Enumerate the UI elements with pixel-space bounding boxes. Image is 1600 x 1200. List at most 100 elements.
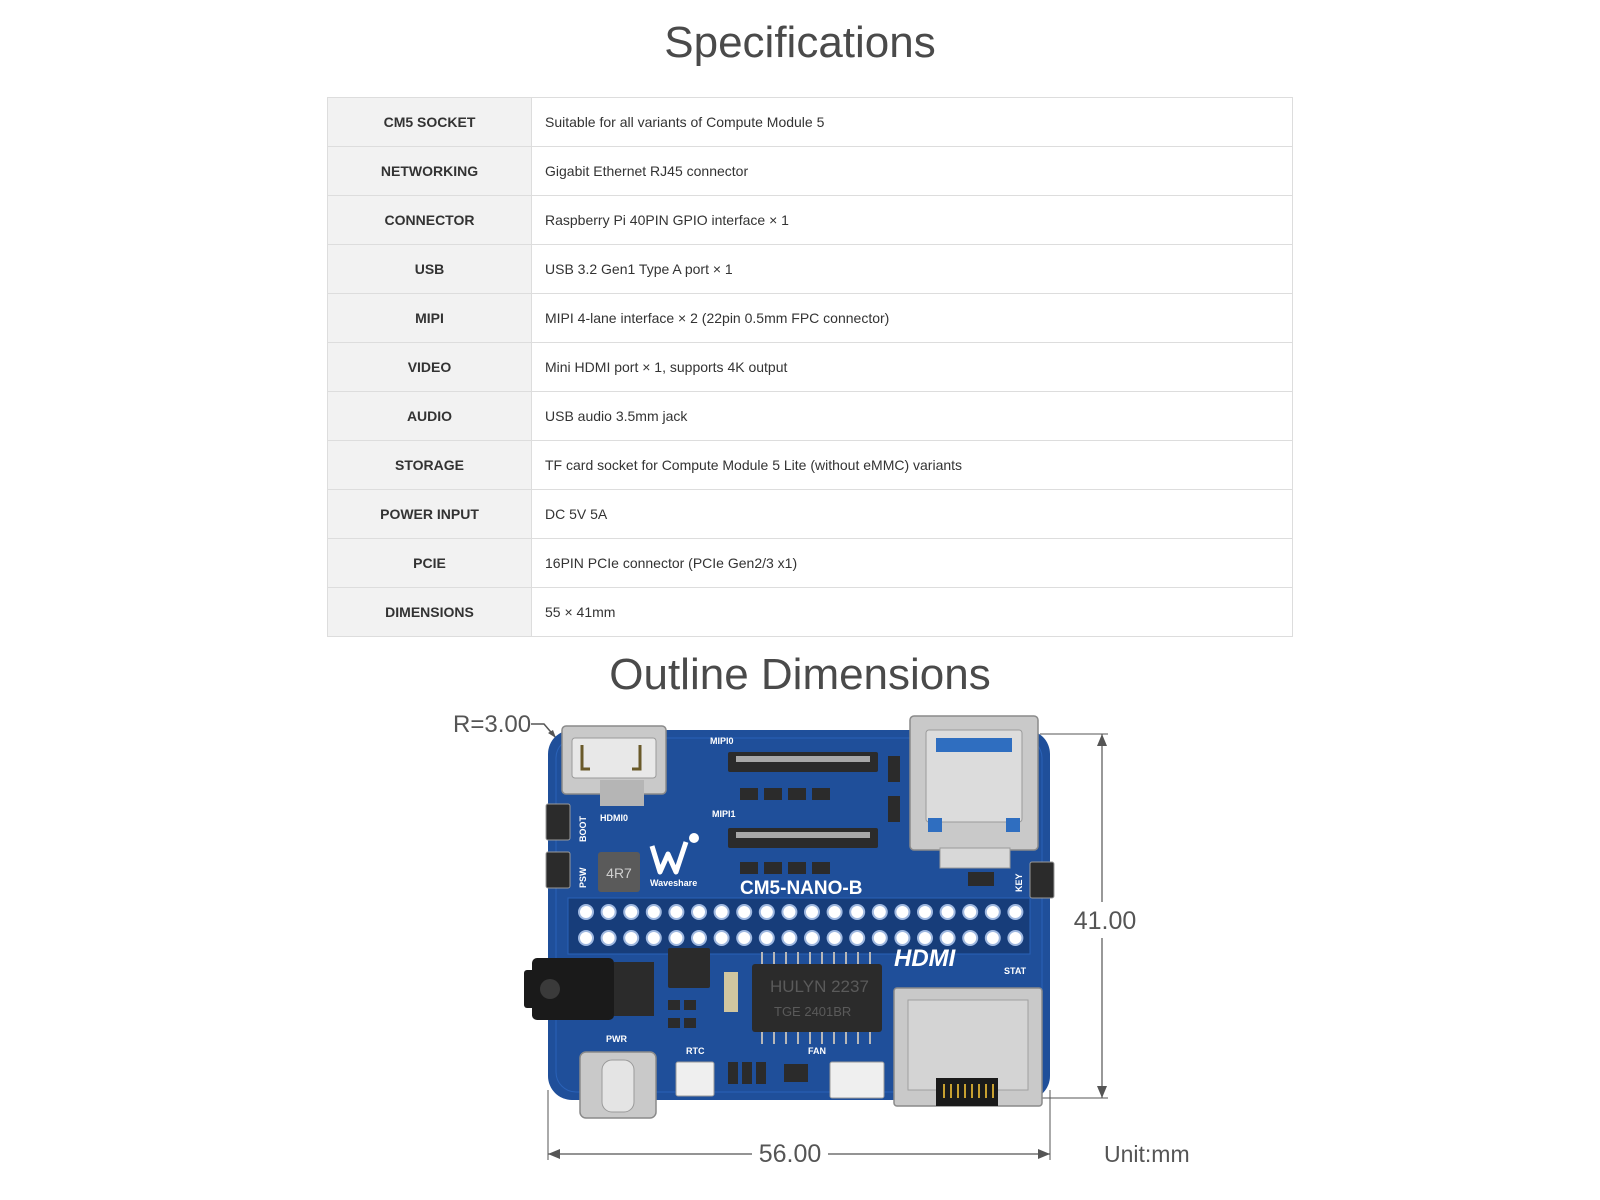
- silk-boot: BOOT: [578, 815, 588, 842]
- silk-psw: PSW: [578, 867, 588, 888]
- gpio-pin: [962, 904, 979, 920]
- radius-leader: [531, 723, 557, 739]
- gpio-pin: [894, 930, 911, 946]
- gpio-pin: [691, 904, 707, 920]
- chip-marking-1: HULYN 2237: [770, 977, 869, 996]
- spec-value: Suitable for all variants of Compute Mod…: [531, 97, 1293, 147]
- spec-label: POWER INPUT: [327, 489, 532, 539]
- gpio-pin: [736, 930, 753, 946]
- rtc-connector: [675, 1061, 715, 1097]
- gpio-pin: [804, 904, 820, 920]
- spec-label: USB: [327, 244, 532, 294]
- chip-marking-2: TGE 2401BR: [774, 1004, 851, 1019]
- gpio-pin: [600, 930, 617, 946]
- unit-label: Unit:mm: [1104, 1141, 1190, 1167]
- pcb-body: [548, 730, 1050, 1100]
- spec-label: VIDEO: [327, 342, 532, 392]
- gpio-pin: [849, 904, 866, 920]
- gpio-pins: [578, 904, 1024, 946]
- gpio-pin: [578, 930, 594, 946]
- specifications-title: Specifications: [664, 18, 936, 67]
- fan-connector: [829, 1061, 885, 1099]
- height-arrow-bottom: [1097, 1086, 1107, 1098]
- spec-label: NETWORKING: [327, 146, 532, 196]
- height-arrow-top: [1097, 734, 1107, 746]
- spec-label: PCIE: [327, 538, 532, 588]
- gpio-pin: [781, 930, 798, 946]
- gpio-pin: [713, 930, 730, 946]
- radius-arrowhead: [548, 730, 556, 738]
- spec-value: MIPI 4-lane interface × 2 (22pin 0.5mm F…: [531, 293, 1293, 343]
- hdmi-logo: HDMI: [894, 945, 957, 972]
- gpio-pin: [645, 930, 662, 946]
- silk-fan: FAN: [808, 1046, 826, 1056]
- silk-rtc: RTC: [686, 1046, 705, 1056]
- radius-label: R=3.00: [453, 711, 531, 738]
- spec-label: AUDIO: [327, 391, 532, 441]
- key-button: [1029, 861, 1055, 899]
- gpio-pin: [578, 904, 594, 920]
- spec-label: CONNECTOR: [327, 195, 532, 245]
- gpio-pin: [781, 904, 798, 920]
- spec-value: Gigabit Ethernet RJ45 connector: [531, 146, 1293, 196]
- gpio-pin: [804, 930, 820, 946]
- usb-c-port: [579, 1051, 657, 1119]
- gpio-pin: [984, 904, 1001, 920]
- spec-value: TF card socket for Compute Module 5 Lite…: [531, 440, 1293, 490]
- silk-stat: STAT: [1004, 966, 1027, 976]
- brand-text: Waveshare: [650, 878, 697, 888]
- gpio-pin: [939, 904, 956, 920]
- gpio-pin: [623, 930, 640, 946]
- spec-value: Raspberry Pi 40PIN GPIO interface × 1: [531, 195, 1293, 245]
- gpio-pin: [1007, 930, 1024, 946]
- spec-value: DC 5V 5A: [531, 489, 1293, 539]
- spec-value: 55 × 41mm: [531, 587, 1293, 637]
- spec-value: USB audio 3.5mm jack: [531, 391, 1293, 441]
- gpio-pin: [736, 904, 753, 920]
- outline-dimensions-title: Outline Dimensions: [609, 650, 991, 699]
- psw-button: [545, 851, 571, 889]
- silk-hdmi0: HDMI0: [600, 813, 628, 823]
- gpio-pin: [713, 904, 730, 920]
- gpio-pin: [826, 904, 843, 920]
- rj45-port: [893, 987, 1043, 1107]
- gpio-pin: [871, 904, 888, 920]
- boot-button: [545, 803, 571, 841]
- spec-value: USB 3.2 Gen1 Type A port × 1: [531, 244, 1293, 294]
- width-label: 56.00: [759, 1140, 822, 1168]
- silk-mipi1: MIPI1: [712, 809, 736, 819]
- gpio-pin: [623, 904, 640, 920]
- spec-value: Mini HDMI port × 1, supports 4K output: [531, 342, 1293, 392]
- gpio-pin: [826, 930, 843, 946]
- silk-mipi0: MIPI0: [710, 736, 734, 746]
- gpio-pin: [691, 930, 707, 946]
- width-arrow-left: [548, 1149, 560, 1159]
- gpio-pin: [668, 904, 685, 920]
- gpio-pin: [962, 930, 979, 946]
- spec-label: CM5 SOCKET: [327, 97, 532, 147]
- gpio-pin: [758, 930, 775, 946]
- mipi0-connector: [728, 752, 878, 772]
- mini-hdmi-port: [561, 725, 667, 795]
- silk-inductor: 4R7: [606, 865, 632, 881]
- gpio-pin: [984, 930, 1001, 946]
- gpio-pin: [1007, 904, 1024, 920]
- gpio-pin: [600, 904, 617, 920]
- silk-key: KEY: [1014, 873, 1024, 892]
- gpio-pin: [917, 904, 933, 920]
- usb-a-port: [909, 715, 1039, 851]
- waveshare-logo: Waveshare: [649, 833, 699, 888]
- height-label: 41.00: [1074, 907, 1137, 935]
- gpio-pin: [758, 904, 775, 920]
- gpio-pin: [871, 930, 888, 946]
